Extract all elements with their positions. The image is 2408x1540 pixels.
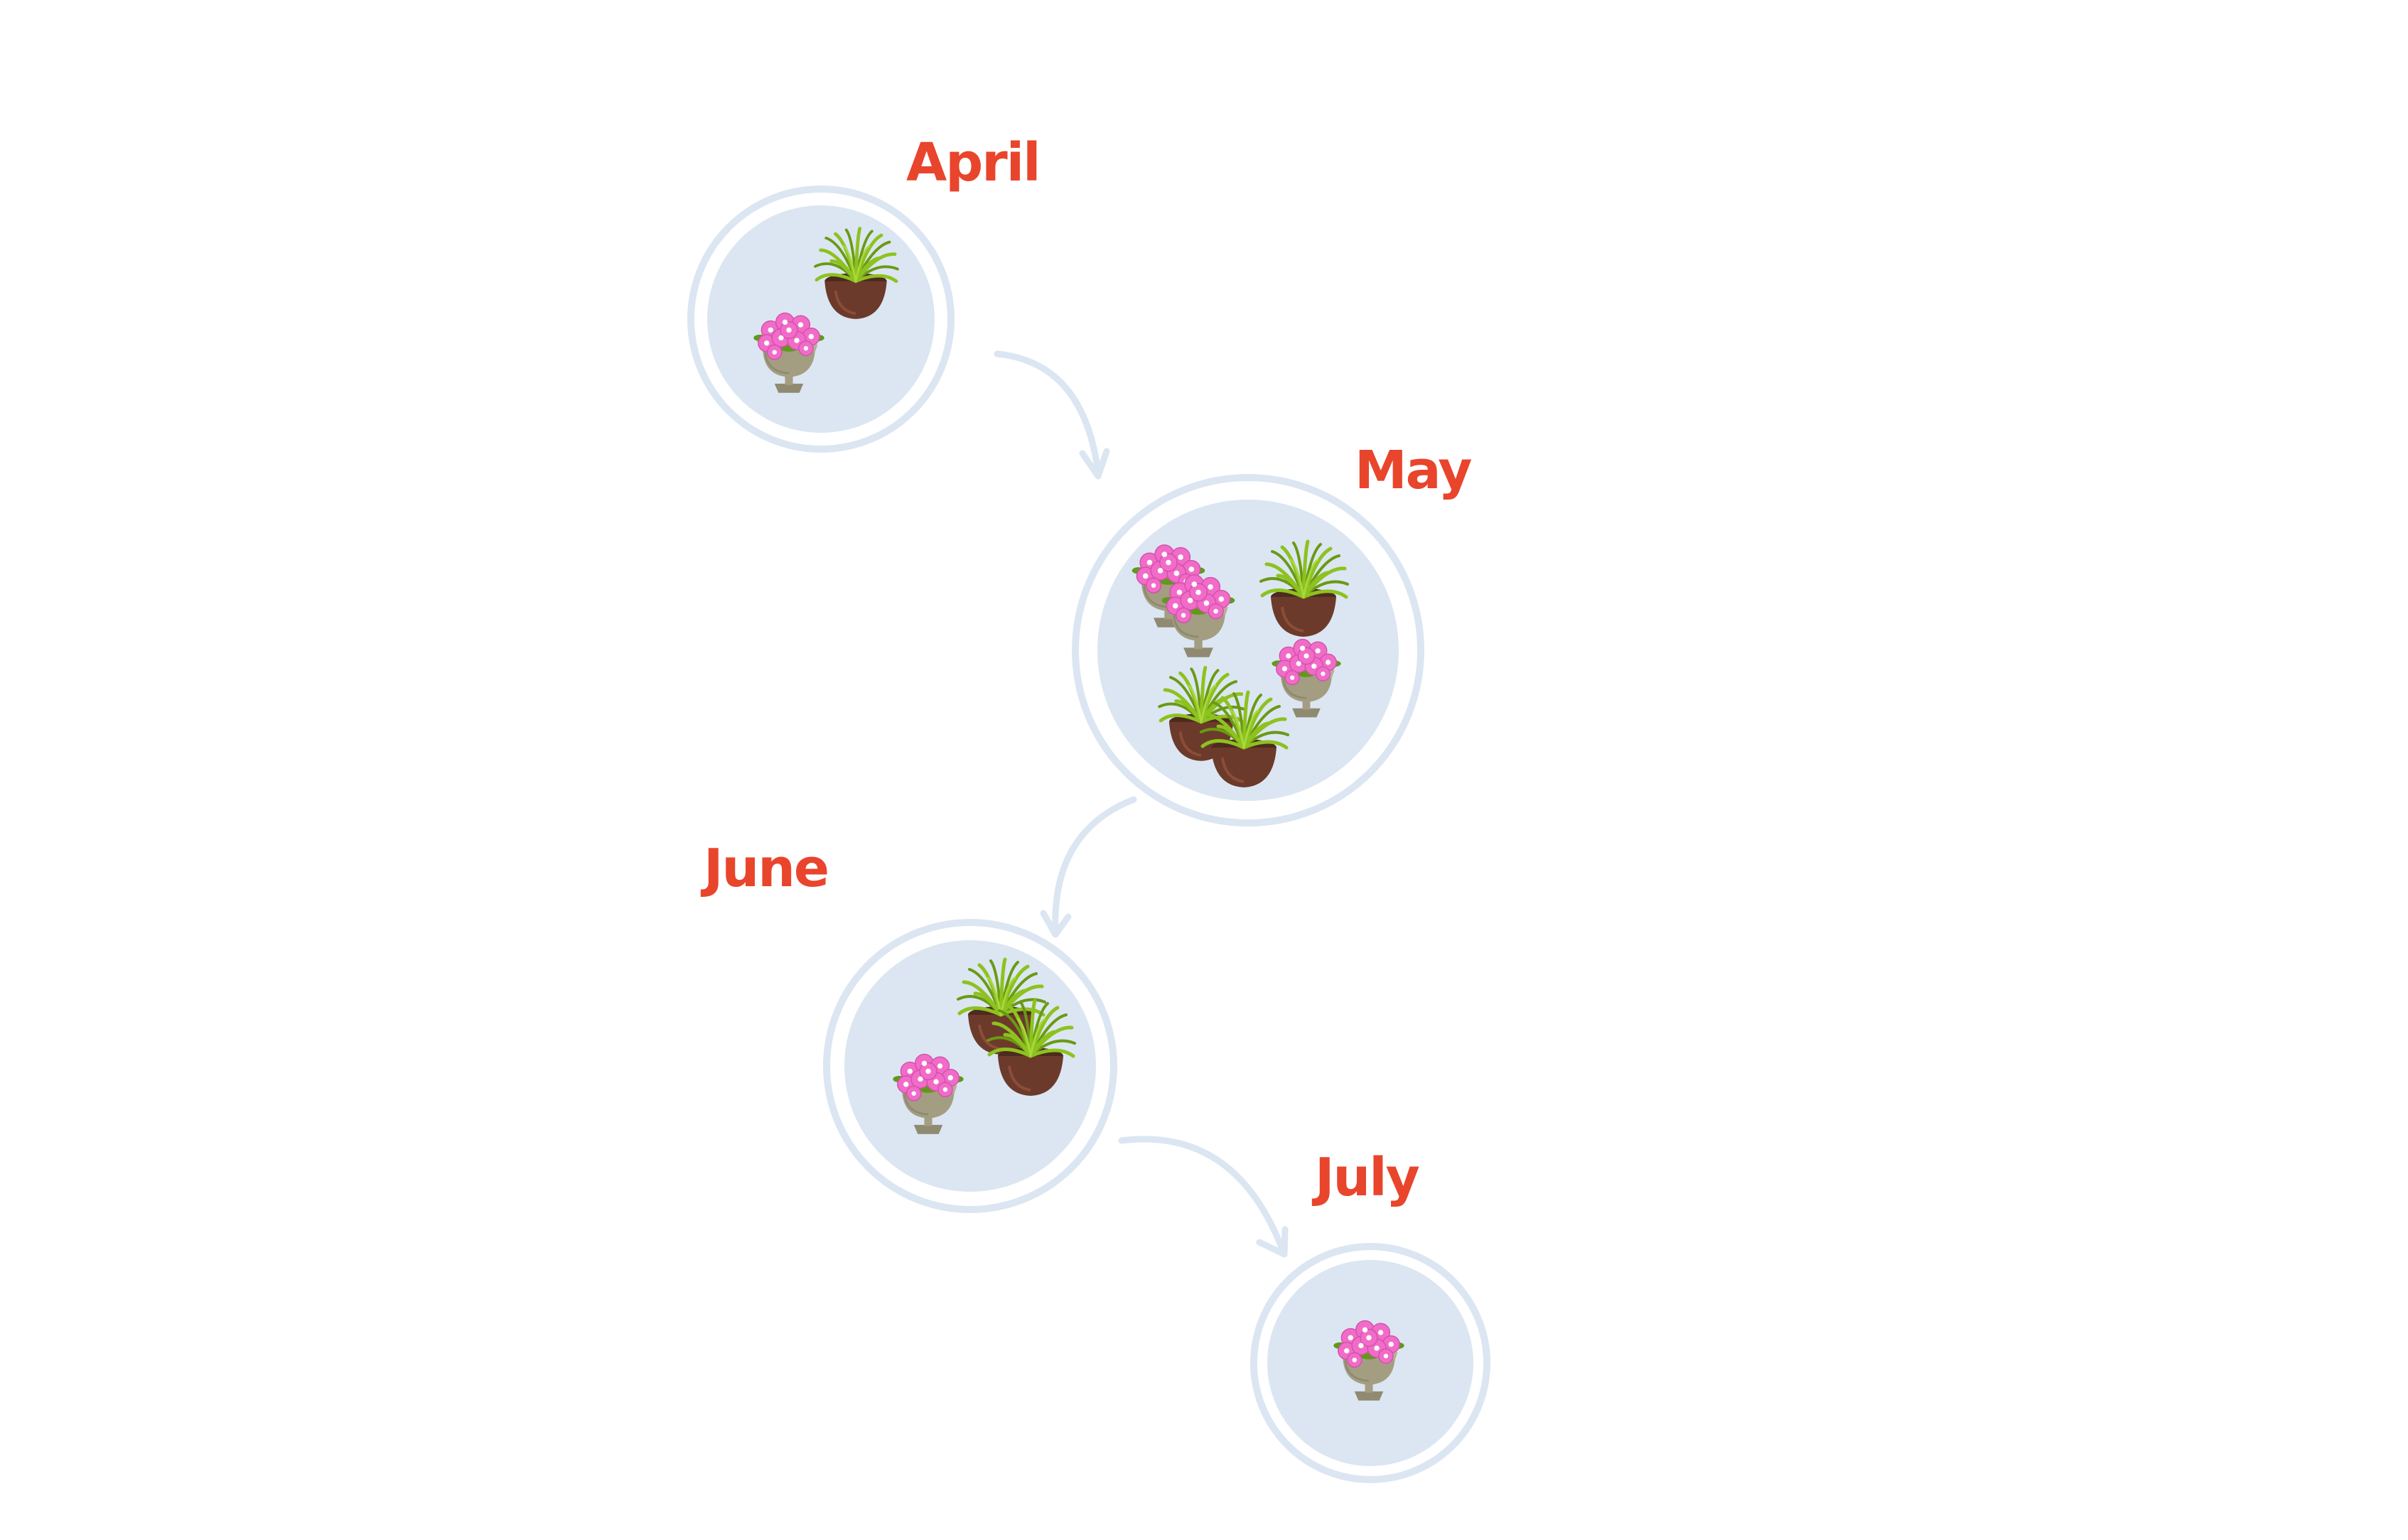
month-label-april: April (906, 132, 1041, 193)
connector-june-july (1118, 1136, 1289, 1258)
node-july (1250, 1243, 1490, 1483)
node-april (687, 185, 955, 453)
month-label-may: May (1355, 440, 1473, 501)
connector-april-may (994, 350, 1110, 480)
node-june (823, 919, 1117, 1213)
connector-may-june (1040, 796, 1137, 938)
node-may (1072, 474, 1424, 826)
month-label-july: July (1315, 1147, 1420, 1208)
month-label-june: June (704, 838, 829, 899)
